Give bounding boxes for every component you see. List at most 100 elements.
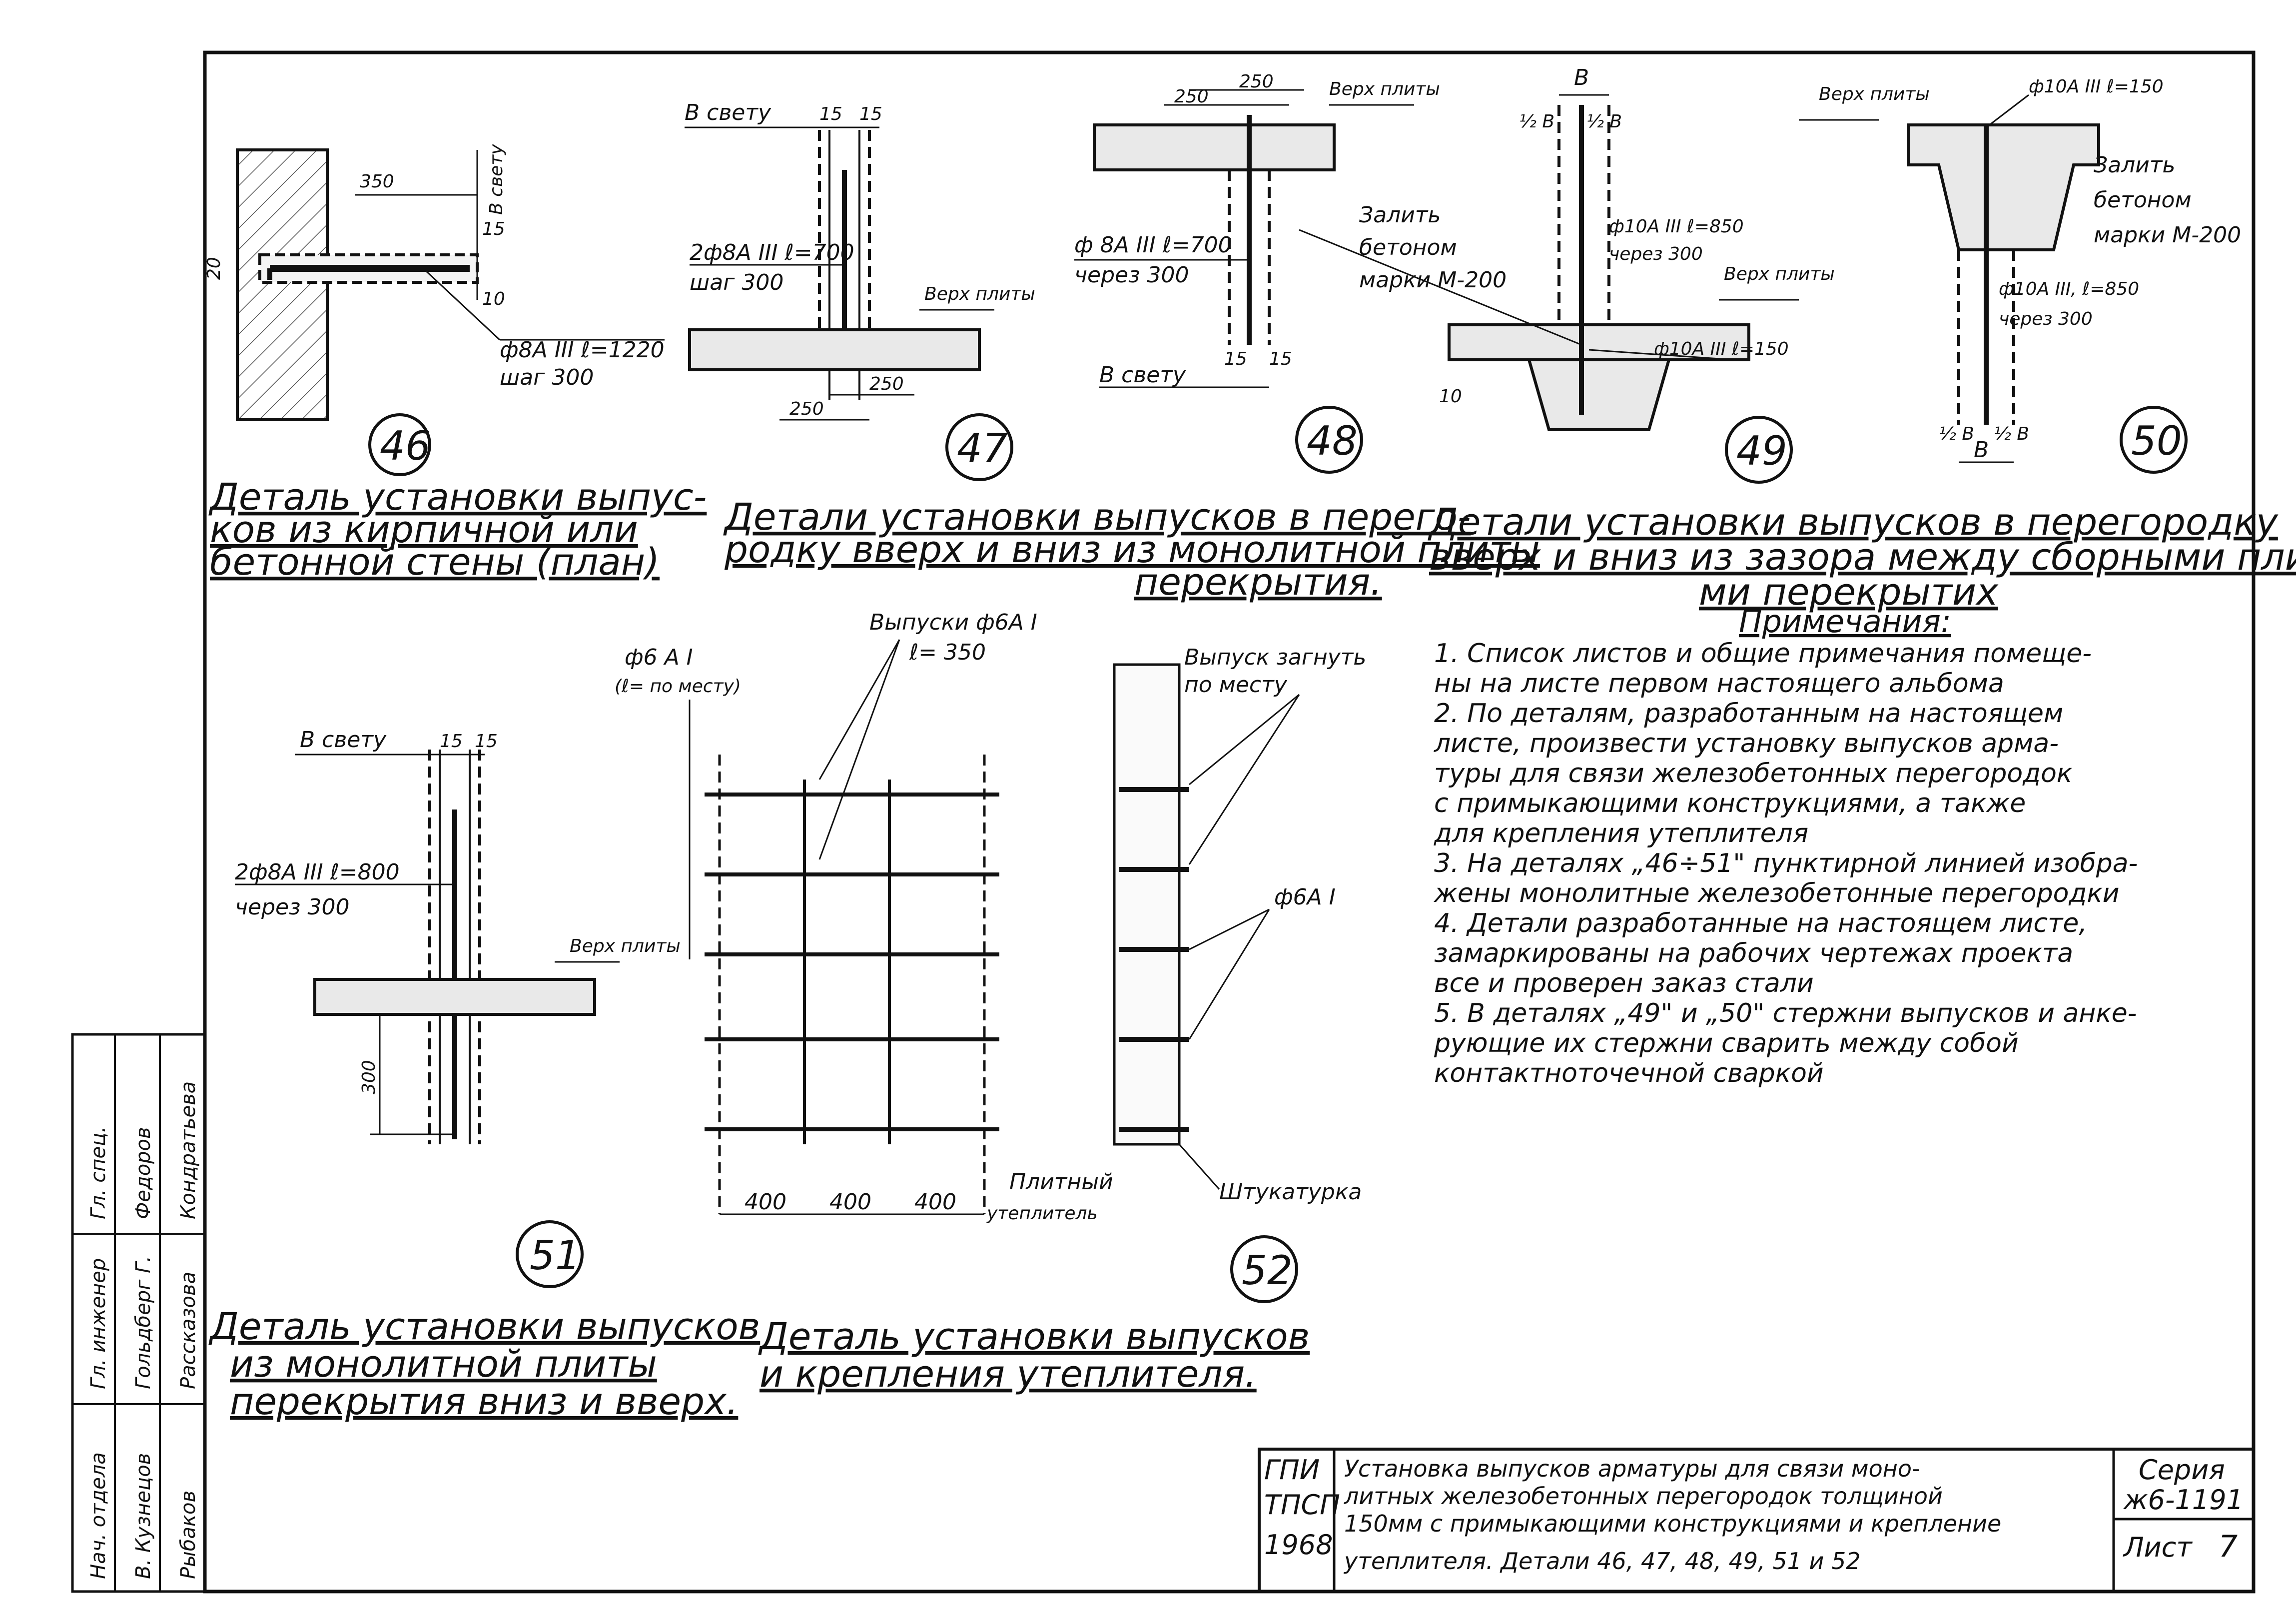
d50-rebar1: ф10А III ℓ=150 [2029,76,2164,97]
detail-49: В ½ В ½ В Залить бетоном марки М-200 ф10… [1299,65,1835,484]
side-col3-b: Рассказова [177,1272,200,1389]
stamp-org1: ГПИ [1264,1454,1320,1486]
d47-dim-250b: 250 [869,374,904,394]
d50-dim-b: В [1974,437,1989,463]
d48-top: Верх плиты [1329,79,1440,99]
note-line-1: 1. Список листов и общие примечания поме… [1434,639,2092,669]
title-block: ГПИ ТПСП 1968 Установка выпусков арматур… [1258,1448,2255,1593]
note-line-9: жены монолитные железобетонные перегород… [1434,878,2120,908]
d51-dim-15a: 15 [440,731,463,752]
side-col3-a: Рыбаков [177,1491,200,1579]
note-line-2: ны на листе первом настоящего альбома [1434,669,2004,699]
d52-title-2: и крепления утеплителя. [760,1353,1257,1396]
svg-text:Нач. отдела: Нач. отдела [87,1452,110,1579]
d47-number: 47 [957,425,1008,472]
d46-rebar: ф8А III ℓ=1220 [500,337,665,363]
d51-clear: В свету [300,727,387,753]
d52-plaster: Штукатурка [1219,1179,1362,1205]
d52-outlets-len: ℓ= 350 [909,640,986,665]
d46-dim-10: 10 [482,289,505,309]
d48-step: через 300 [1074,262,1189,288]
d47-step: шаг 300 [690,270,783,295]
svg-text:Федоров: Федоров [132,1127,155,1219]
note-line-7: для крепления утеплителя [1434,818,1808,848]
d46-dim-15: 15 [482,219,505,239]
side-col1-b: Гл. инженер [87,1258,110,1389]
d50-fill2: бетоном [2094,187,2192,213]
d49-half1: ½ В [1519,111,1554,132]
side-col1-a: Нач. отдела [87,1452,110,1579]
d52-insul2: утеплитель [986,1203,1098,1224]
note-line-4: листе, произвести установку выпусков арм… [1434,729,2059,759]
d46-clear: В свету [486,144,507,215]
d49-rebar1: ф10А III ℓ=850 [1609,216,1744,237]
d46-title-2: ков из кирпичной или [210,508,638,551]
d52-rebar-label: ф6 А I [625,645,693,670]
d49-50-title-3: ми перекрытих [1699,571,1999,614]
d51-title-3: перекрытия вниз и вверх. [230,1380,738,1423]
stamp-title-3: 150мм с примыкающими конструкциями и кре… [1344,1510,2001,1537]
d52-dim-400b: 400 [829,1189,871,1215]
d47-dim-15a: 15 [819,104,842,124]
d50-number: 50 [2131,418,2182,464]
notes: Примечания: 1. Список листов и общие при… [1434,603,2138,1088]
d50-step: через 300 [1999,309,2093,329]
sheet-frame [203,50,2256,1594]
d47-top: Верх плиты [924,284,1035,304]
side-col1-c: Гл. спец. [87,1126,110,1219]
side-col3-c: Кондратьева [177,1081,200,1219]
d50-top: Верх плиты [1819,84,1930,104]
d49-fill2: бетоном [1359,235,1457,260]
d48-dim-250a: 250 [1174,86,1209,107]
stamp-title-4: утеплителя. Детали 46, 47, 48, 49, 51 и … [1343,1548,1861,1575]
d47-dim-250: 250 [789,399,824,419]
d49-step1: через 300 [1609,244,1703,264]
svg-text:Гл. спец.: Гл. спец. [87,1126,110,1219]
d46-title-1: Деталь установки выпус- [208,476,707,519]
stamp-sheet-label: Лист [2123,1532,2193,1563]
note-line-14: рующие их стержни сварить между собой [1434,1028,2019,1058]
detail-51: В свету 15 15 2ф8А III ℓ=800 через 300 В… [208,727,760,1423]
svg-text:Рыбаков: Рыбаков [177,1491,200,1579]
stamp-year: 1968 [1264,1529,1333,1561]
d50-rebar2: ф10А III, ℓ=850 [1999,279,2139,299]
d50-fill3: марки М-200 [2094,222,2241,248]
d51-number: 51 [530,1232,581,1279]
d52-outlets: Выпуски ф6А I [869,610,1037,635]
d51-top: Верх плиты [570,936,681,956]
d51-step: через 300 [235,894,349,920]
svg-text:Кондратьева: Кондратьева [177,1081,200,1219]
note-line-10: 4. Детали разработанные на настоящем лис… [1434,908,2087,938]
d48-dim-15b: 15 [1269,349,1292,369]
d52-dim-400c: 400 [914,1189,956,1215]
d49-fill1: Залить [1359,202,1441,228]
svg-text:Гл. инженер: Гл. инженер [87,1258,110,1389]
stamp-series-value: ж6-1191 [2123,1484,2244,1516]
detail-48: 250 250 Верх плиты ф 8А III ℓ=700 через … [1074,71,1440,474]
d50-half2: ½ В [1994,424,2029,444]
notes-heading: Примечания: [1739,603,1951,640]
note-line-15: контактноточечной сваркой [1434,1058,1824,1088]
svg-text:Рассказова: Рассказова [177,1272,200,1389]
detail-50: Верх плиты ф10А III ℓ=150 Залить бетоном… [1799,76,2241,474]
d48-clear: В свету [1099,362,1186,388]
d47-48-title-1: Детали установки выпусков в перего- [723,496,1471,539]
d46-dim-20: 20 [204,257,224,280]
side-col2-b: Гольдберг Г. [132,1256,155,1389]
stamp-title-2: литных железобетонных перегородок толщин… [1344,1483,1943,1510]
stamp-series-label: Серия [2139,1454,2225,1486]
d52-number: 52 [1242,1247,1293,1294]
note-line-8: 3. На деталях „46÷51" пунктирной линией … [1434,848,2138,878]
d49-top: Верх плиты [1724,264,1835,284]
svg-text:Гольдберг Г.: Гольдберг Г. [132,1256,155,1389]
d52-rebar2: ф6А I [1274,884,1336,910]
d51-dim-300: 300 [359,1060,379,1094]
detail-46: 350 15 10 20 В свету ф8А III ℓ=1220 шаг … [204,144,707,584]
d52-rebar-note: (ℓ= по месту) [615,676,741,697]
d51-title-2: из монолитной плиты [230,1343,657,1386]
d46-step: шаг 300 [500,365,594,390]
d47-48-title-3: перекрытия. [1134,561,1382,604]
note-line-13: 5. В деталях „49" и „50" стержни выпуско… [1434,998,2137,1028]
d52-dim-400a: 400 [745,1189,786,1215]
